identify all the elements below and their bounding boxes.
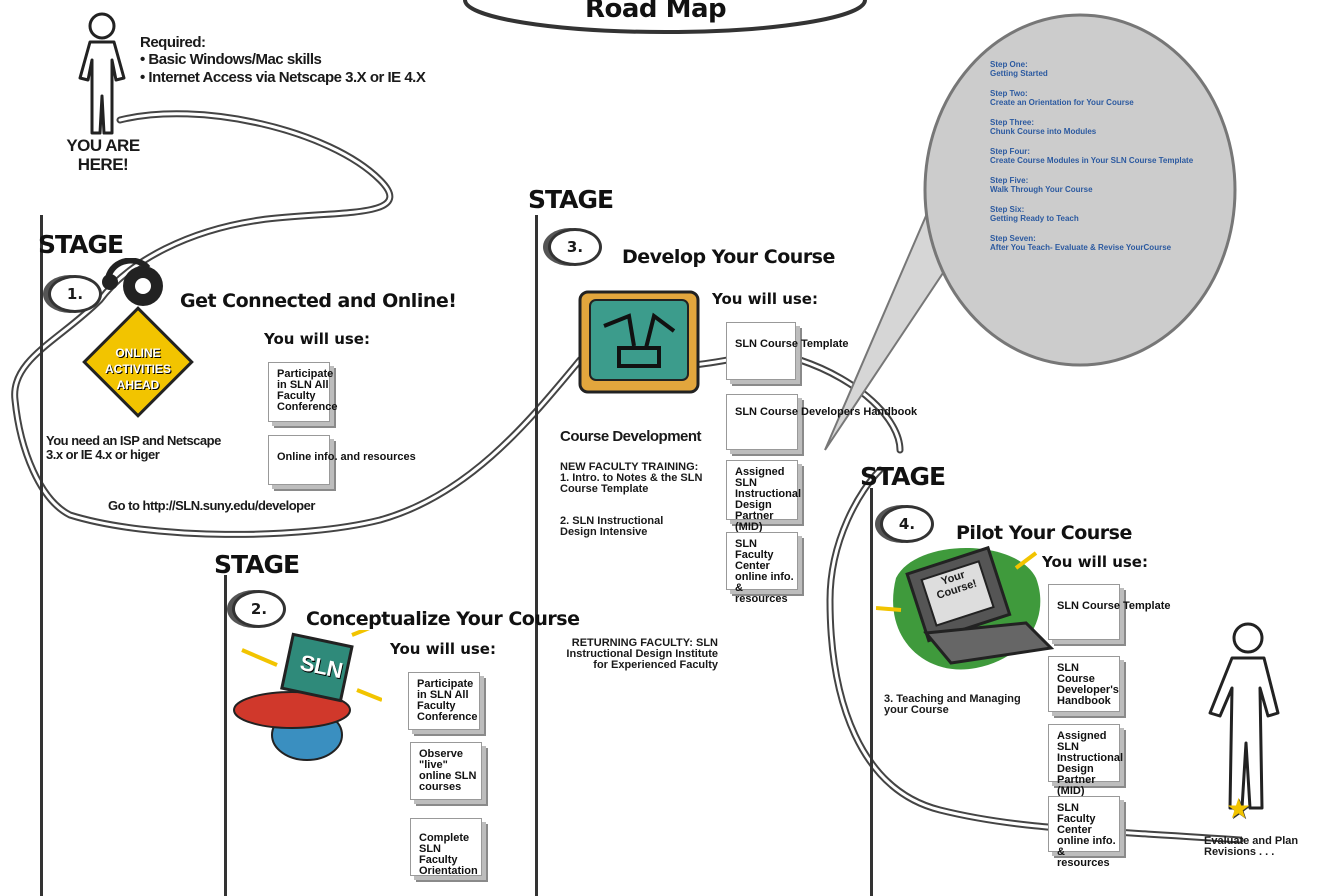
stage-3-item-2: SLN Course Developers Handbook bbox=[726, 394, 917, 450]
stage-1-title: Get Connected and Online! bbox=[180, 290, 457, 312]
headset-icon bbox=[102, 258, 163, 306]
required-item-1: • Basic Windows/Mac skills bbox=[140, 51, 322, 68]
person-walking-icon bbox=[1208, 622, 1280, 810]
stage-1-goto: Go to http://SLN.suny.edu/developer bbox=[108, 498, 315, 513]
stage-3-item-1: SLN Course Template bbox=[726, 322, 849, 380]
course-dev-text-2: 2. SLN Instructional Design Intensive bbox=[560, 515, 664, 538]
computer-hat-icon bbox=[233, 630, 382, 761]
stage-4-number: 4. bbox=[880, 505, 934, 543]
stage-3-item-3: Assigned SLN Instructional Design Partne… bbox=[726, 460, 801, 533]
bubble-step-5: Step Five:Walk Through Your Course bbox=[990, 176, 1093, 194]
stage-2-label: STAGE bbox=[214, 550, 300, 579]
required-title: Required: bbox=[140, 34, 206, 51]
stage-line-1 bbox=[40, 215, 43, 896]
stage-3-number: 3. bbox=[548, 228, 602, 266]
stage-1-item-2: Online info. and resources bbox=[268, 435, 416, 485]
stage-1-item-1: Participate in SLN All Faculty Conferenc… bbox=[268, 362, 338, 422]
course-dev-text-1: NEW FACULTY TRAINING: 1. Intro. to Notes… bbox=[560, 461, 703, 495]
stage-2-item-3: Complete SLN Faculty Orientation bbox=[410, 818, 482, 877]
stage-3-item-4: SLN Faculty Center online info. & resour… bbox=[726, 532, 798, 605]
stage-1-you-will-use: You will use: bbox=[264, 330, 370, 348]
laptop-icon bbox=[876, 545, 1055, 670]
course-dev-title: Course Development bbox=[560, 428, 702, 445]
stage-2-item-1: Participate in SLN All Faculty Conferenc… bbox=[408, 672, 480, 730]
required-item-2: • Internet Access via Netscape 3.X or IE… bbox=[140, 69, 426, 86]
evaluate-text: Evaluate and Plan Revisions . . . bbox=[1204, 835, 1299, 858]
stage-2-item-2: Observe "live" online SLN courses bbox=[410, 742, 482, 800]
stage-4-title: Pilot Your Course bbox=[956, 522, 1132, 544]
steps-bubble: Step One:Getting Started Step Two:Create… bbox=[990, 60, 1290, 263]
bubble-step-7: Step Seven:After You Teach- Evaluate & R… bbox=[990, 234, 1172, 252]
warning-sign-icon bbox=[82, 306, 194, 418]
person-icon bbox=[78, 12, 126, 135]
stage-2-title: Conceptualize Your Course bbox=[306, 608, 580, 630]
you-are-here: YOU ARE HERE! bbox=[66, 136, 140, 174]
stage-1-number: 1. bbox=[48, 275, 102, 313]
stage-4-you-will-use: You will use: bbox=[1042, 553, 1148, 571]
stage-line-3 bbox=[535, 215, 538, 896]
bubble-step-1: Step One:Getting Started bbox=[990, 60, 1048, 78]
stage-4-item-1: SLN Course Template bbox=[1048, 584, 1171, 640]
page-title: Road Map bbox=[585, 0, 727, 24]
stage-2-number: 2. bbox=[232, 590, 286, 628]
bubble-step-6: Step Six:Getting Ready to Teach bbox=[990, 205, 1079, 223]
stage-4-item-2: SLN Course Developer's Handbook bbox=[1048, 656, 1120, 712]
stage-4-item-3: Assigned SLN Instructional Design Partne… bbox=[1048, 724, 1123, 797]
stage-1-note: You need an ISP and Netscape 3.x or IE 4… bbox=[46, 433, 221, 462]
stage-3-you-will-use: You will use: bbox=[712, 290, 818, 308]
stage-line-4 bbox=[870, 488, 873, 896]
teaching-note: 3. Teaching and Managing your Course bbox=[884, 693, 1021, 716]
stage-line-2 bbox=[224, 575, 227, 896]
stage-2-you-will-use: You will use: bbox=[390, 640, 496, 658]
stage-3-title: Develop Your Course bbox=[622, 246, 835, 268]
stage-4-label: STAGE bbox=[860, 462, 946, 491]
star-icon: ★ bbox=[1226, 793, 1252, 824]
bubble-step-3: Step Three:Chunk Course into Modules bbox=[990, 118, 1097, 136]
sign-text: ONLINE ACTIVITIES AHEAD bbox=[104, 346, 171, 392]
stage-4-item-4: SLN Faculty Center online info. & resour… bbox=[1048, 796, 1120, 869]
stage-3-label: STAGE bbox=[528, 185, 614, 214]
typing-computer-icon bbox=[578, 290, 700, 394]
returning-faculty: RETURNING FACULTY: SLN Instructional Des… bbox=[566, 637, 718, 671]
bubble-step-4: Step Four:Create Course Modules in Your … bbox=[990, 147, 1194, 165]
bubble-step-2: Step Two:Create an Orientation for Your … bbox=[990, 89, 1134, 107]
stage-1-label: STAGE bbox=[38, 230, 124, 259]
